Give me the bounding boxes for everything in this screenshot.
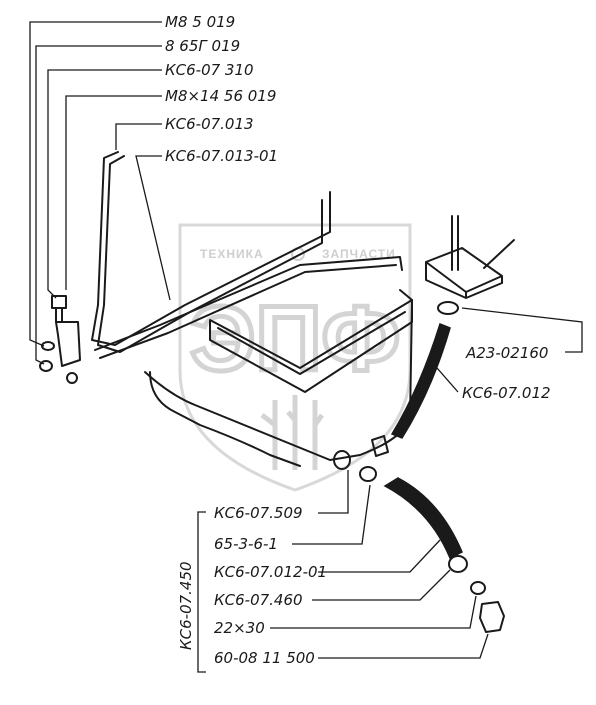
bolt-head: [51, 295, 67, 309]
fitting-nut: [359, 466, 377, 482]
tank-filler-ring: [209, 299, 413, 393]
hose-clamp: [448, 555, 468, 573]
part-labels: М8 5 019 8 65Г 019 КС6-07 310 М8×14 56 0…: [165, 13, 551, 667]
label-ksb-07-013-01: КС6-07.013-01: [165, 147, 278, 165]
gasket-22x30: [470, 581, 486, 595]
label-m8x14: М8×14 56 019: [165, 87, 276, 105]
fuel-tube-left: [91, 151, 331, 346]
label-60-08-11-500: 60-08 11 500: [214, 649, 315, 667]
label-ksb-07-012-01: КС6-07.012-01: [214, 563, 327, 581]
label-a23-02160: А23-02160: [465, 344, 548, 362]
watermark-header: ТЕХНИКА: [200, 247, 264, 261]
clamp-bracket: [55, 321, 81, 367]
label-ksb-07-460: КС6-07.460: [214, 591, 303, 609]
watermark-logo: ЭПФ: [190, 288, 400, 390]
hose-lower: [383, 477, 463, 560]
label-ksb-07-012: КС6-07.012: [462, 384, 551, 402]
wheat-icon: [260, 395, 325, 470]
label-65-3-6-1: 65-3-6-1: [214, 535, 278, 553]
valve-box: [425, 247, 503, 299]
label-ksb-07-310: КС6-07 310: [165, 61, 254, 79]
watermark-header-right: ЗАПЧАСТИ: [322, 247, 396, 261]
fuel-tube-right: [97, 155, 323, 353]
fitting-tee: [333, 450, 351, 470]
spring-washer: [41, 341, 55, 351]
label-ksb-07-509: КС6-07.509: [214, 504, 303, 522]
label-assembly-ksb-07-450: КС6-07.450: [177, 561, 195, 650]
label-m8-5-019: М8 5 019: [165, 13, 235, 31]
hose-upper: [390, 323, 451, 439]
parts: [39, 151, 515, 633]
leader-lines: [29, 21, 583, 673]
nut: [39, 360, 53, 372]
label-b-65g-019: 8 65Г 019: [165, 37, 240, 55]
drain-plug: [479, 601, 505, 633]
watermark: ТЕХНИКА ЗАПЧАСТИ ЭПФ: [178, 223, 412, 492]
label-22x30: 22×30: [214, 619, 265, 637]
label-ksb-07-013: КС6-07.013: [165, 115, 254, 133]
clamp-ring: [437, 301, 459, 315]
